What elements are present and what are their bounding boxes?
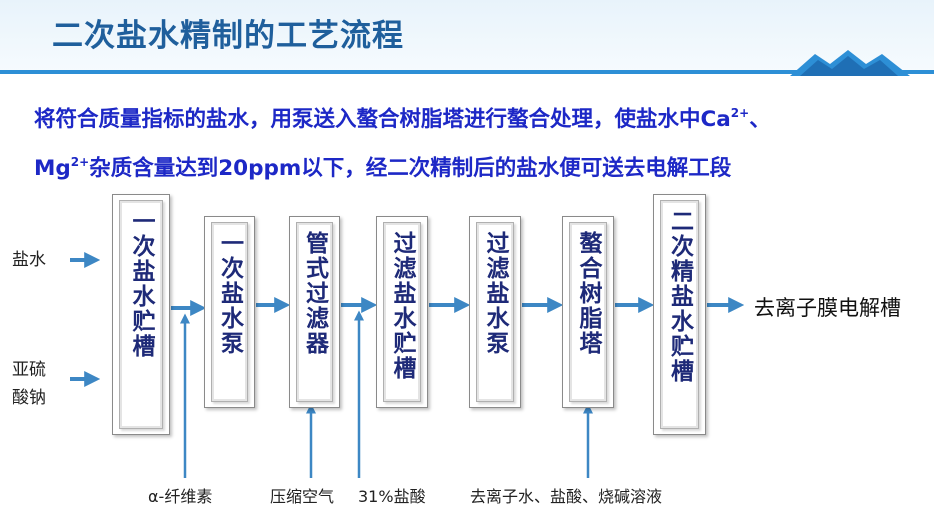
intro-line-2: Mg2+杂质含量达到20ppm以下，经二次精制后的盐水便可送去电解工段: [34, 141, 929, 190]
step-filtered-brine-tank-label: 过滤盐水贮槽: [389, 231, 415, 381]
header-divider: [0, 70, 934, 74]
input-sulfite-line1: 亚硫: [12, 360, 46, 380]
step-filtered-brine-pump-label: 过滤盐水泵: [482, 231, 508, 356]
step-chelating-resin-tower: 螯合树脂塔: [562, 216, 614, 408]
step-primary-brine-pump-label: 一次盐水泵: [216, 231, 243, 356]
additive-regen-label: 去离子水、盐酸、烧碱溶液: [470, 487, 663, 506]
intro-line1-sup: 2+: [730, 106, 750, 120]
intro-line1-end: 、: [749, 107, 771, 132]
intro-line2-text: 杂质含量达到20ppm以下，经二次精制后的盐水便可送去电解工段: [89, 156, 732, 181]
step-chelating-resin-tower-label: 螯合树脂塔: [575, 231, 601, 356]
input-sulfite-line2: 酸钠: [12, 388, 46, 408]
step-primary-brine-tank: 一次盐水贮槽: [112, 194, 170, 435]
intro-line-1: 将符合质量指标的盐水，用泵送入螯合树脂塔进行螯合处理，使盐水中Ca2+、: [34, 92, 929, 141]
step-filtered-brine-pump: 过滤盐水泵: [469, 216, 521, 408]
step-primary-brine-pump: 一次盐水泵: [204, 216, 255, 408]
intro-line1-text: 将符合质量指标的盐水，用泵送入螯合树脂塔进行螯合处理，使盐水中Ca: [34, 107, 731, 132]
output-electrolyzer-label: 去离子膜电解槽: [754, 296, 901, 320]
intro-line2-sup: 2+: [70, 155, 90, 169]
step-secondary-brine-tank: 二次精盐水贮槽: [653, 194, 706, 435]
step-tube-filter-label: 管式过滤器: [301, 231, 328, 356]
header-band: [0, 0, 934, 72]
step-secondary-brine-tank-label: 二次精盐水贮槽: [666, 209, 693, 384]
input-sulfite-label: 亚硫 酸钠: [12, 356, 46, 412]
additive-air-label: 压缩空气: [270, 487, 335, 506]
page-title: 二次盐水精制的工艺流程: [52, 18, 404, 54]
input-brine-label: 盐水: [12, 250, 46, 270]
step-tube-filter: 管式过滤器: [289, 216, 340, 408]
step-filtered-brine-tank: 过滤盐水贮槽: [376, 216, 428, 408]
mountain-decoration-icon: [790, 50, 910, 76]
additive-fiber-label: α-纤维素: [148, 487, 213, 506]
intro-line2-start: Mg: [34, 156, 71, 181]
additive-acid-label: 31%盐酸: [358, 487, 426, 506]
intro-paragraph: 将符合质量指标的盐水，用泵送入螯合树脂塔进行螯合处理，使盐水中Ca2+、 Mg2…: [34, 92, 929, 190]
step-primary-brine-tank-label: 一次盐水贮槽: [128, 209, 154, 359]
